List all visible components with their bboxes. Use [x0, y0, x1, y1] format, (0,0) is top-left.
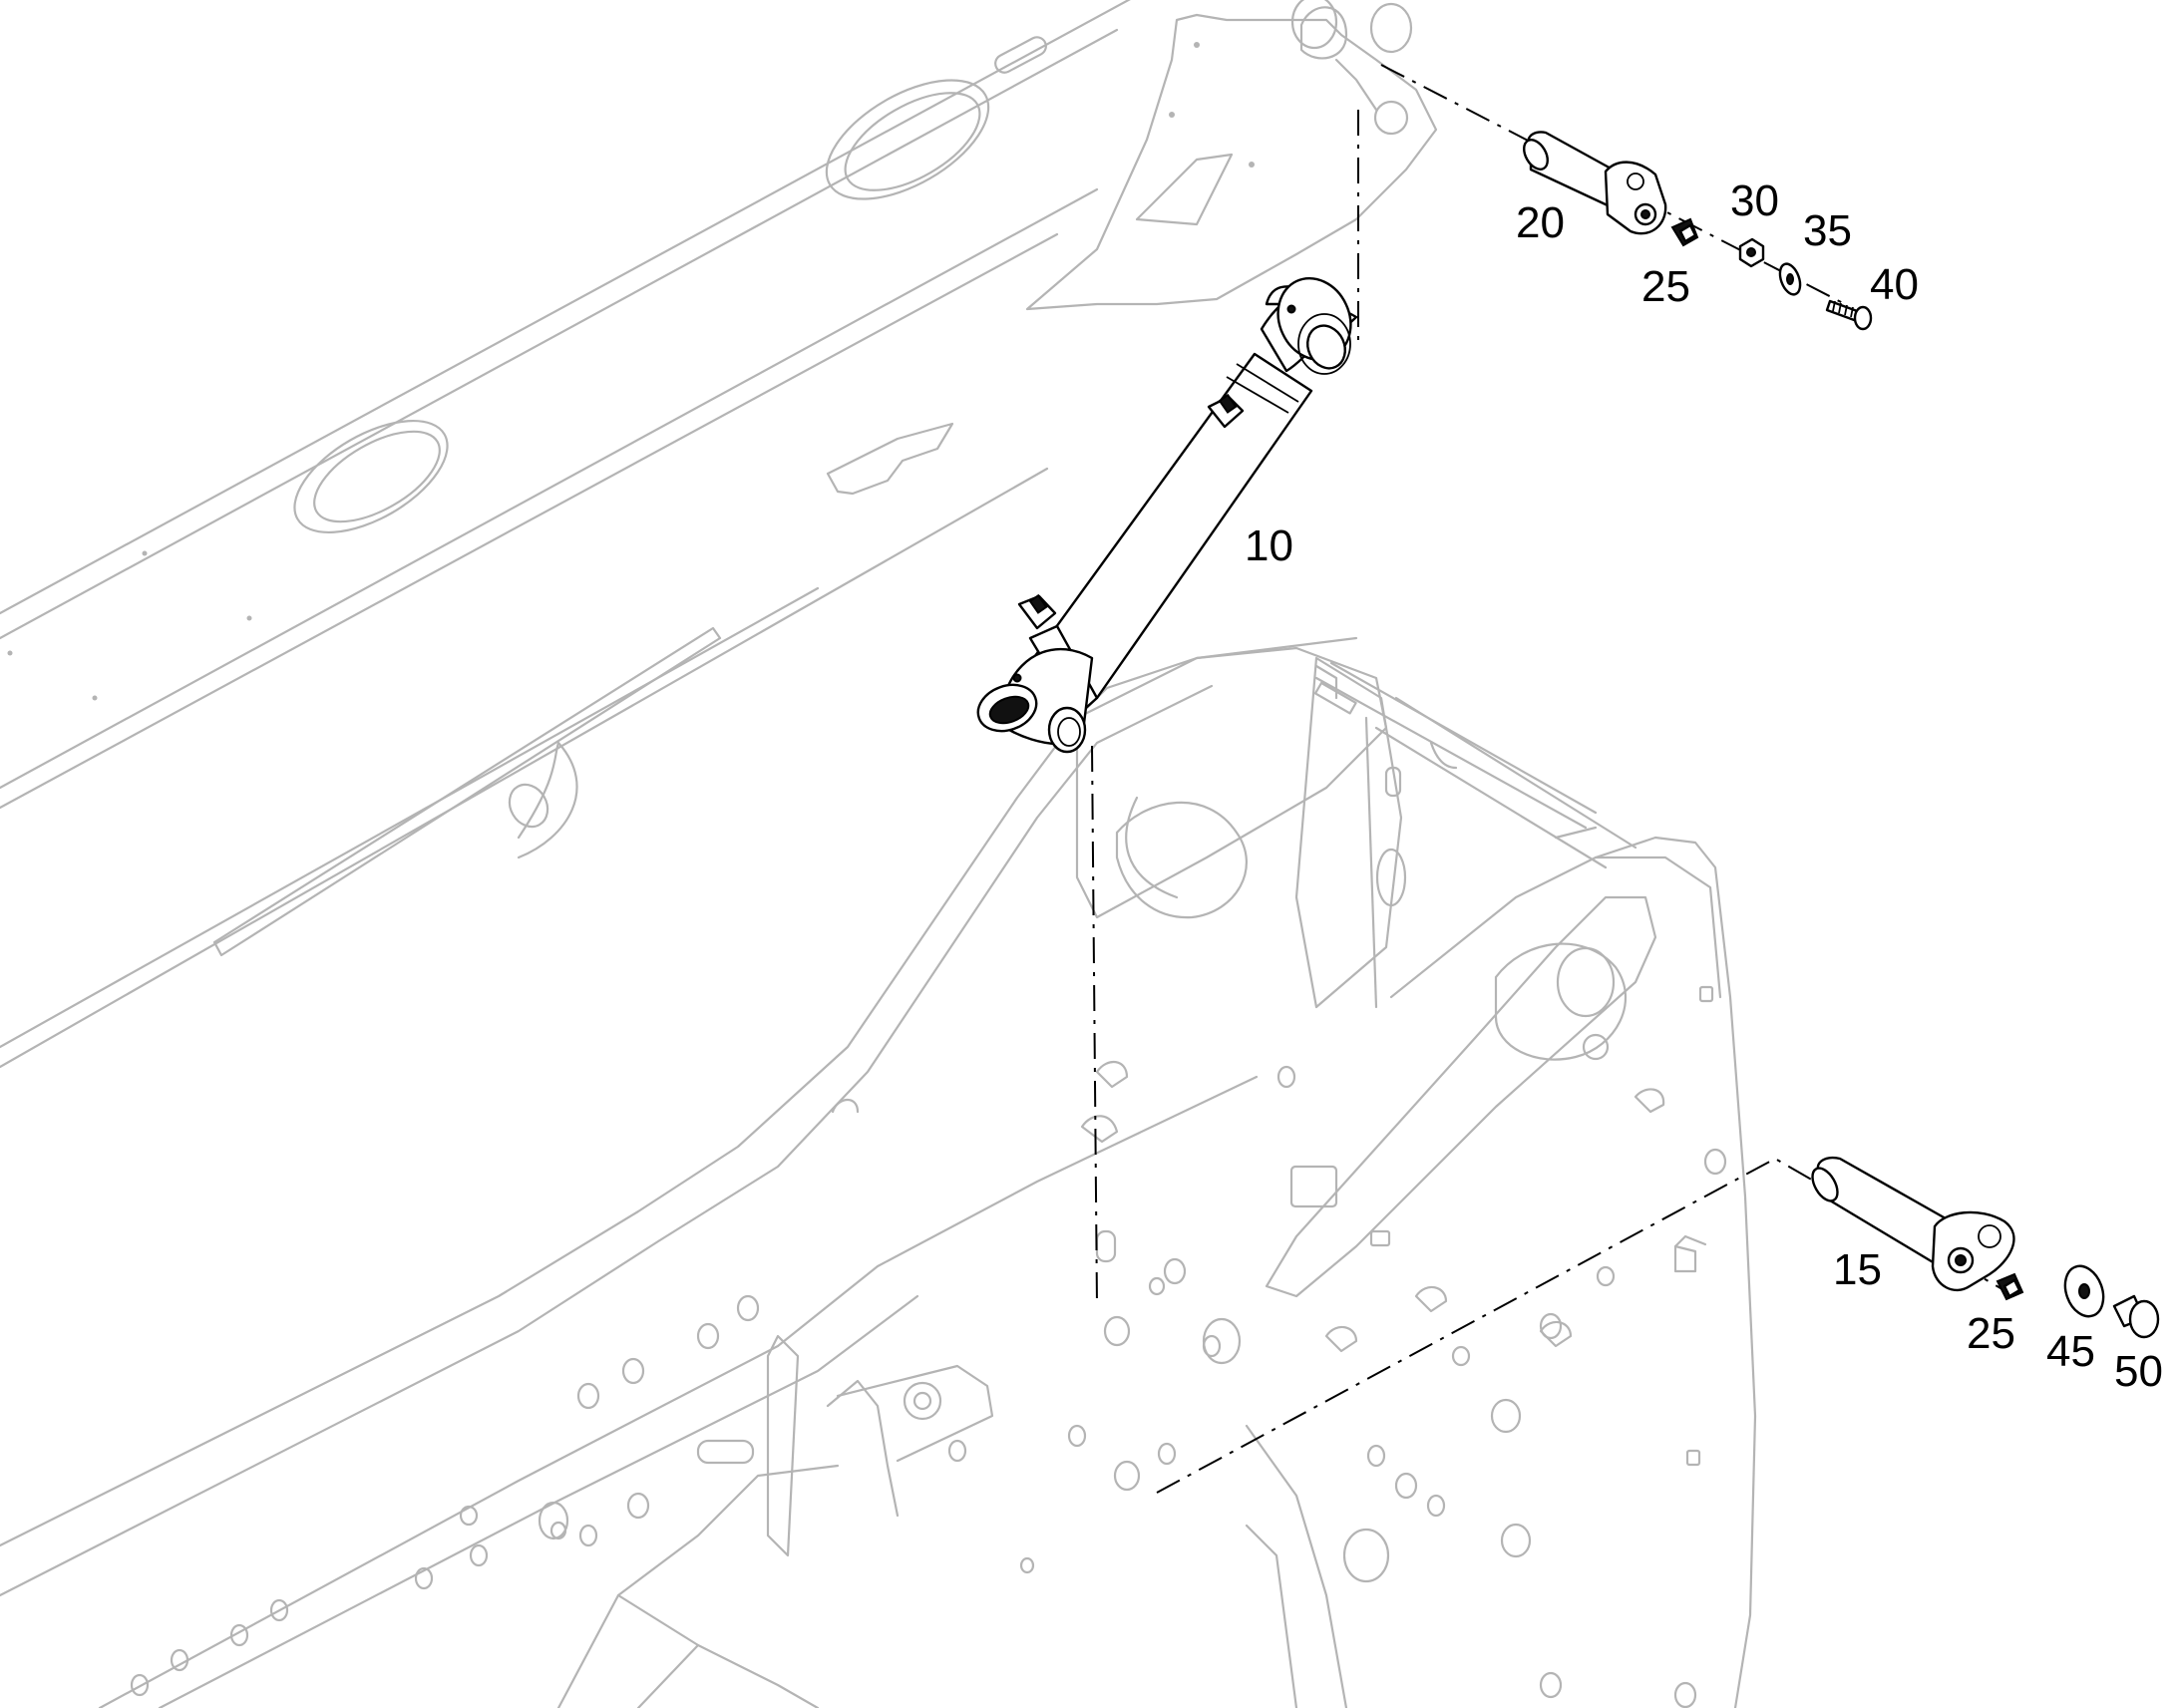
- bolt-50: [2112, 1294, 2160, 1339]
- upper-pin-assembly: [1523, 131, 1873, 331]
- callout-25-upper: 25: [1641, 262, 1690, 311]
- chassis-frame-ghost: [0, 636, 1757, 1708]
- nut-30: [1738, 237, 1765, 268]
- callout-50: 50: [2114, 1347, 2163, 1396]
- callout-20: 20: [1516, 198, 1565, 247]
- callout-25-lower: 25: [1967, 1309, 2015, 1358]
- bolt-40: [1825, 299, 1873, 331]
- washer-35: [1778, 262, 1802, 296]
- grease-nipple-upper: [1670, 217, 1699, 247]
- callout-45: 45: [2046, 1327, 2095, 1376]
- callout-labels: 10 15 20 25 30 35 40 25 45 50: [1245, 176, 2163, 1396]
- boom-structure-ghost: [0, 0, 1438, 1069]
- callout-35: 35: [1803, 206, 1852, 255]
- grease-nipple-lower: [1996, 1272, 2024, 1301]
- washer-45: [2063, 1264, 2105, 1318]
- lower-pin-assembly: [1811, 1156, 2160, 1339]
- callout-15: 15: [1833, 1245, 1882, 1294]
- callout-40: 40: [1870, 260, 1919, 309]
- callout-10: 10: [1245, 521, 1293, 570]
- callout-30: 30: [1730, 176, 1779, 225]
- hydraulic-cylinder: [976, 276, 1358, 754]
